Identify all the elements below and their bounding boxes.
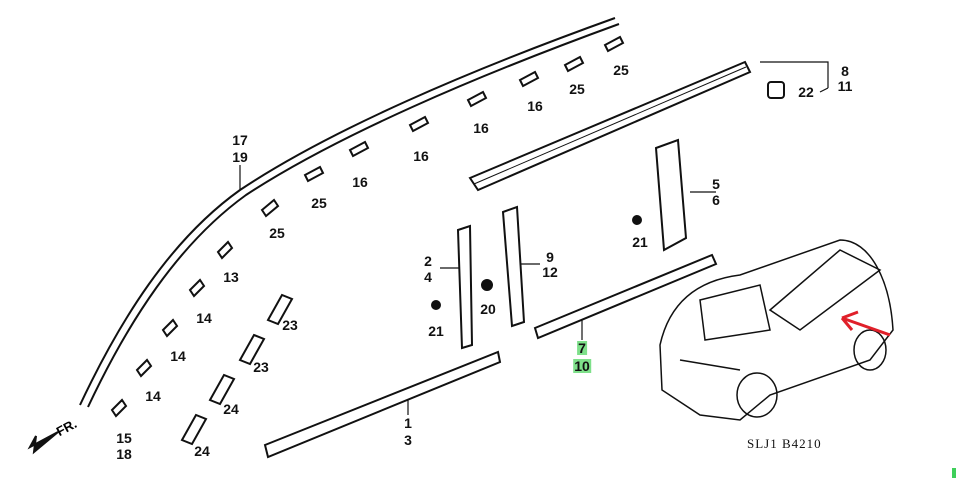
- part-label[interactable]: 12: [542, 264, 558, 280]
- part-label[interactable]: 16: [527, 98, 543, 114]
- part-label[interactable]: 2: [424, 253, 432, 269]
- part-label[interactable]: 13: [223, 269, 239, 285]
- part-label[interactable]: 25: [613, 62, 629, 78]
- part-label[interactable]: 14: [170, 348, 186, 364]
- part-label[interactable]: 6: [712, 192, 720, 208]
- upper-rail: [468, 60, 752, 192]
- part-label[interactable]: 25: [311, 195, 327, 211]
- pillar-5: [654, 138, 688, 252]
- part-label[interactable]: 24: [223, 401, 239, 417]
- part-label-highlighted[interactable]: 7: [577, 340, 587, 356]
- van-illustration: [659, 239, 894, 421]
- location-arrow: [840, 310, 891, 337]
- part-label[interactable]: 25: [269, 225, 285, 241]
- part-label[interactable]: 1: [404, 415, 412, 431]
- door-molding-7: [533, 253, 718, 340]
- part-label[interactable]: 18: [116, 446, 132, 462]
- lower-molding-1: [263, 350, 502, 459]
- pillar-2: [456, 224, 474, 350]
- part-label[interactable]: 21: [428, 323, 444, 339]
- part-label[interactable]: 16: [413, 148, 429, 164]
- part-label-highlighted[interactable]: 10: [573, 358, 591, 374]
- part-label[interactable]: 8: [841, 63, 849, 79]
- part-label[interactable]: 5: [712, 176, 720, 192]
- clips: [110, 35, 625, 446]
- diagram-code: SLJ1 B4210: [747, 436, 822, 451]
- part-label[interactable]: 25: [569, 81, 585, 97]
- part-label[interactable]: 11: [837, 78, 853, 94]
- part-label[interactable]: 16: [473, 120, 489, 136]
- part-label[interactable]: 23: [282, 317, 298, 333]
- part-label[interactable]: 3: [404, 432, 412, 448]
- part-label[interactable]: 15: [116, 430, 132, 446]
- scroll-marker: [952, 468, 956, 478]
- roof-molding: [79, 17, 616, 406]
- part-label[interactable]: 14: [145, 388, 161, 404]
- part-label[interactable]: 21: [632, 234, 648, 250]
- part-label[interactable]: 24: [194, 443, 210, 459]
- part-label[interactable]: 17: [232, 132, 248, 148]
- part-label[interactable]: 4: [424, 269, 432, 285]
- front-arrow-icon: [27, 431, 59, 455]
- part-label[interactable]: 9: [546, 249, 554, 265]
- part-label[interactable]: 22: [798, 84, 814, 100]
- pillar-9: [501, 205, 526, 328]
- part-label[interactable]: 19: [232, 149, 248, 165]
- part-label[interactable]: 20: [480, 301, 496, 317]
- part-label[interactable]: 16: [352, 174, 368, 190]
- part-label[interactable]: 14: [196, 310, 212, 326]
- part-label[interactable]: 23: [253, 359, 269, 375]
